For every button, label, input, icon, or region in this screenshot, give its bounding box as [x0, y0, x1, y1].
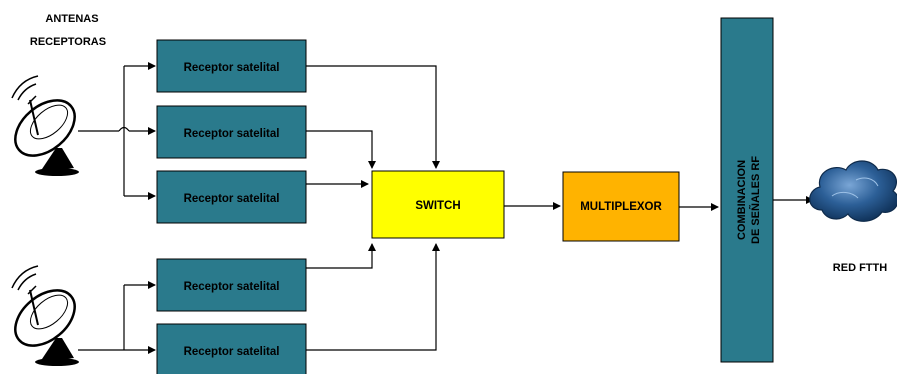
receiver-to-switch-connectors	[306, 65, 440, 351]
switch-box: SWITCH	[371, 170, 505, 239]
svg-text:Receptor satelital: Receptor satelital	[184, 193, 280, 205]
dish2-connectors	[78, 281, 156, 354]
receiver-box: Receptor satelital	[156, 39, 307, 93]
svg-text:SWITCH: SWITCH	[415, 200, 460, 212]
cloud-icon	[809, 160, 897, 222]
svg-text:DE SEÑALES RF: DE SEÑALES RF	[749, 156, 762, 244]
antennas-label-line2: RECEPTORAS	[30, 36, 106, 48]
dish1-connectors	[78, 62, 156, 200]
svg-text:Receptor satelital: Receptor satelital	[184, 281, 280, 293]
network-label: RED FTTH	[833, 262, 887, 274]
svg-text:Receptor satelital: Receptor satelital	[184, 128, 280, 140]
receiver-box: Receptor satelital	[156, 170, 307, 224]
antennas-label-line1: ANTENAS	[45, 13, 98, 25]
receiver-box: Receptor satelital	[156, 105, 307, 159]
satellite-dish-icon	[11, 75, 79, 176]
svg-text:Receptor satelital: Receptor satelital	[184, 62, 280, 74]
svg-text:MULTIPLEXOR: MULTIPLEXOR	[580, 201, 662, 213]
rf-combination-box: COMBINACION DE SEÑALES RF	[720, 17, 774, 363]
multiplexer-box: MULTIPLEXOR	[562, 171, 680, 242]
satellite-dish-icon	[11, 265, 79, 366]
receiver-box: Receptor satelital	[156, 323, 307, 374]
receiver-box: Receptor satelital	[156, 258, 307, 312]
svg-text:Receptor satelital: Receptor satelital	[184, 346, 280, 358]
svg-text:COMBINACION: COMBINACION	[736, 160, 748, 240]
